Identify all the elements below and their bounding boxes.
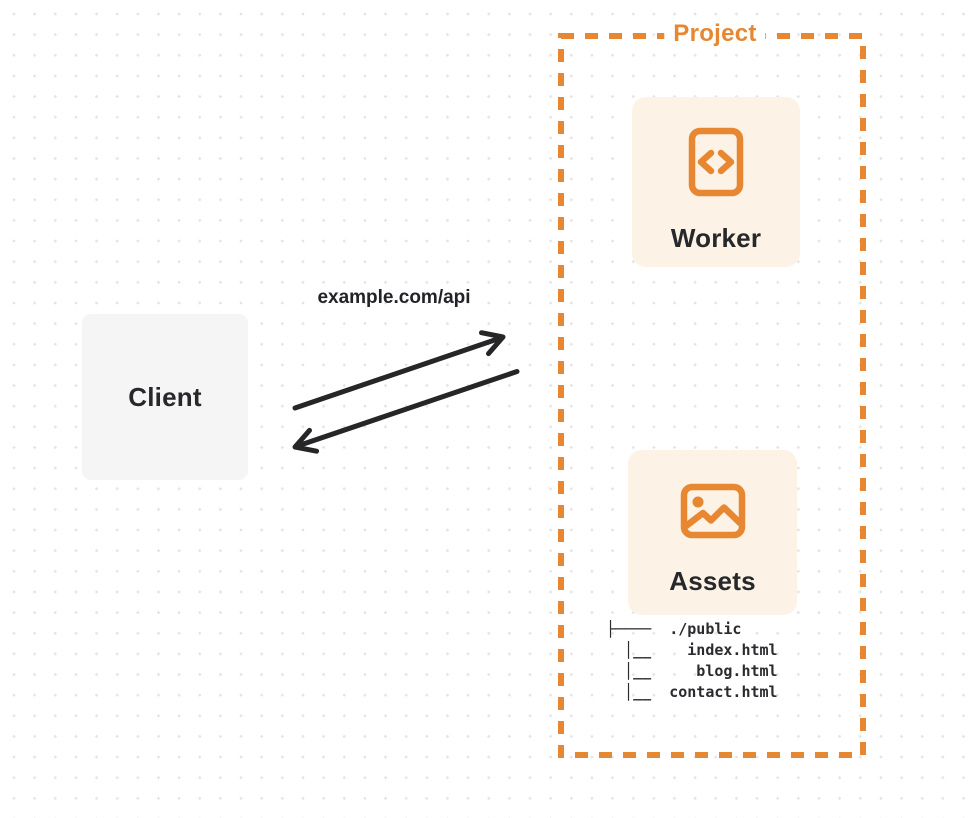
worker-label: Worker (670, 223, 762, 253)
assets-node: Assets (628, 450, 797, 615)
file-tree: ├──── ./public │__ index.html │__ blog.h… (606, 619, 778, 703)
assets-label: Assets (669, 566, 756, 596)
code-file-icon (688, 127, 744, 197)
project-label: Project (664, 20, 766, 48)
file-tree-line: ├──── ./public (606, 620, 742, 638)
file-tree-line: │__ index.html (606, 641, 778, 659)
worker-node: Worker (632, 97, 800, 267)
request-arrow (292, 330, 506, 411)
image-icon (680, 483, 746, 539)
client-label: Client (128, 381, 202, 412)
file-tree-line: │__ contact.html (606, 683, 778, 701)
response-arrow (292, 369, 520, 454)
file-tree-line: │__ blog.html (606, 662, 778, 680)
client-node: Client (82, 314, 248, 480)
connection-label: example.com/api (317, 287, 471, 308)
